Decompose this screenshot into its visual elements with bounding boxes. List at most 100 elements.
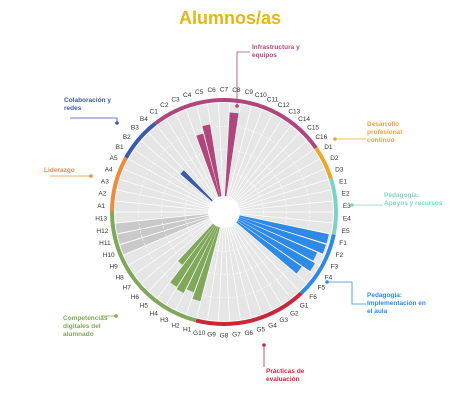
callout-label-a: Liderazgo (44, 167, 75, 174)
grid-spoke (232, 119, 282, 199)
tick-label-c12: C12 (278, 102, 290, 109)
grid-spoke (234, 223, 300, 292)
tick-label-h2: H2 (171, 322, 180, 329)
tick-label-g3: G3 (279, 317, 288, 324)
bar-c4 (196, 133, 220, 197)
tick-label-h10: H10 (103, 252, 115, 259)
tick-label-g10: G10 (193, 330, 206, 337)
callout-dot-b (115, 121, 119, 125)
callout-dot-h (114, 314, 118, 318)
tick-label-f1: F1 (339, 240, 347, 247)
tick-label-a5: A5 (110, 155, 118, 162)
grid-spoke (185, 109, 219, 198)
bar-h3 (176, 225, 217, 293)
grid-spoke (239, 200, 333, 211)
tick-label-h1: H1 (183, 327, 192, 334)
grid-spoke (239, 189, 331, 210)
tick-label-g1: G1 (300, 303, 309, 310)
grid-spoke (207, 104, 222, 197)
tick-label-c14: C14 (298, 116, 310, 123)
grid-spoke (117, 189, 209, 210)
callout-dot-f (325, 280, 329, 284)
tick-label-h11: H11 (99, 240, 111, 247)
chart-title: Alumnos/as (179, 8, 281, 28)
grid-spoke (128, 219, 211, 266)
tick-label-c3: C3 (171, 96, 180, 103)
tick-label-f5: F5 (318, 285, 326, 292)
group-ring (110, 97, 339, 326)
grid-spoke (157, 224, 215, 299)
bar-h1 (192, 227, 220, 302)
grid-spoke (185, 226, 219, 315)
grid-spoke (226, 104, 241, 197)
grid-spoke (207, 227, 222, 320)
callout-dot-c (235, 104, 239, 108)
center-hole (208, 196, 240, 228)
tick-label-h12: H12 (96, 228, 108, 235)
callout-dot-g (262, 343, 266, 347)
tick-label-c16: C16 (315, 134, 327, 141)
tick-label-a2: A2 (98, 191, 106, 198)
grid-spoke (227, 106, 252, 197)
tick-label-a3: A3 (101, 179, 109, 186)
grey-bar-h10 (120, 216, 210, 255)
tick-label-e4: E4 (343, 216, 351, 223)
grid-spoke (235, 222, 307, 284)
ring-segment-a (110, 156, 128, 212)
grid-spoke (237, 219, 320, 266)
tick-label-c13: C13 (288, 108, 300, 115)
grid-spoke (196, 227, 221, 318)
grid-spoke (227, 227, 252, 318)
tick-label-h9: H9 (109, 264, 118, 271)
grid-spoke (230, 113, 273, 198)
grid-spoke (224, 103, 230, 197)
tick-label-c8: C8 (232, 87, 241, 94)
grid-spoke (218, 103, 224, 197)
tick-label-c11: C11 (267, 96, 279, 103)
tick-label-h5: H5 (140, 303, 149, 310)
bar-f3 (238, 218, 318, 261)
bar-f1 (239, 215, 329, 244)
tick-label-h7: H7 (123, 285, 132, 292)
grid-spoke (166, 225, 216, 305)
tick-label-c4: C4 (183, 92, 192, 99)
bar-f2 (238, 216, 327, 254)
grid-spoke (148, 132, 214, 201)
tick-label-g9: G9 (207, 332, 216, 339)
grid-spoke (134, 220, 212, 275)
bar-f5 (236, 221, 302, 274)
grid-spoke (141, 222, 213, 284)
tick-label-c7: C7 (220, 86, 229, 93)
tick-label-c1: C1 (150, 108, 159, 115)
grid-spoke (148, 223, 214, 292)
tick-label-d2: D2 (330, 155, 339, 162)
grid-spoke (230, 226, 273, 311)
tick-label-e3: E3 (343, 203, 351, 210)
grid-spoke (236, 220, 314, 275)
tick-label-d1: D1 (324, 144, 333, 151)
ring-segment-f (299, 234, 336, 295)
grid-spoke (117, 214, 209, 235)
tick-label-f3: F3 (331, 264, 339, 271)
tick-label-g5: G5 (256, 327, 265, 334)
tick-label-c15: C15 (307, 125, 319, 132)
tick-label-e2: E2 (342, 191, 350, 198)
callout-line-c (236, 51, 250, 106)
tick-label-g7: G7 (232, 332, 241, 339)
grid-spoke (239, 216, 329, 245)
ring-segment-e (328, 177, 339, 235)
grid-spoke (196, 106, 221, 197)
grid-spoke (141, 140, 213, 202)
bar-layer (170, 112, 329, 302)
ring-segment-b (124, 121, 157, 159)
grid-spoke (237, 158, 320, 205)
callout-line-f (327, 281, 366, 305)
tick-label-f4: F4 (325, 274, 333, 281)
grid-layer (115, 103, 333, 321)
tick-label-a1: A1 (97, 203, 105, 210)
